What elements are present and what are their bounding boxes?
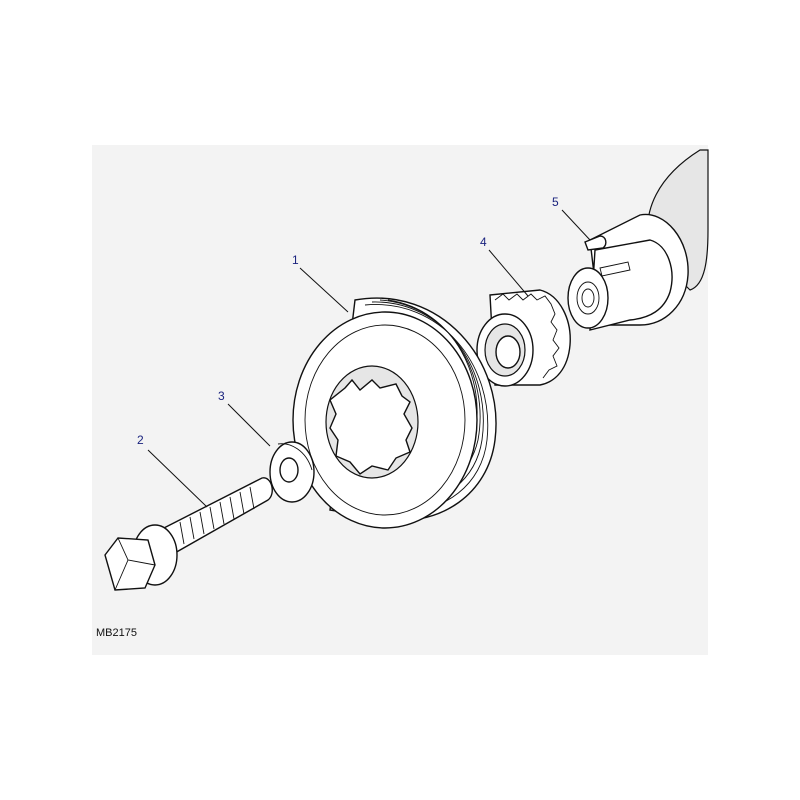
callout-4: 4 [480, 235, 487, 249]
callout-2: 2 [137, 433, 144, 447]
leader-line-5 [561, 209, 591, 241]
crankshaft-nose [567, 149, 709, 331]
leader-line-2 [147, 449, 208, 508]
crankshaft-pulley [292, 297, 497, 529]
woodruff-key [584, 235, 607, 251]
callout-3: 3 [218, 389, 225, 403]
pulley-bolt [104, 477, 273, 591]
callout-1: 1 [292, 253, 299, 267]
leader-line-4 [488, 249, 529, 297]
washer [269, 441, 315, 503]
leader-line-3 [227, 403, 271, 447]
leader-line-1 [299, 267, 349, 313]
callout-5: 5 [552, 195, 559, 209]
figure-id-label: MB2175 [96, 627, 137, 639]
crankshaft-sprocket [476, 289, 571, 387]
